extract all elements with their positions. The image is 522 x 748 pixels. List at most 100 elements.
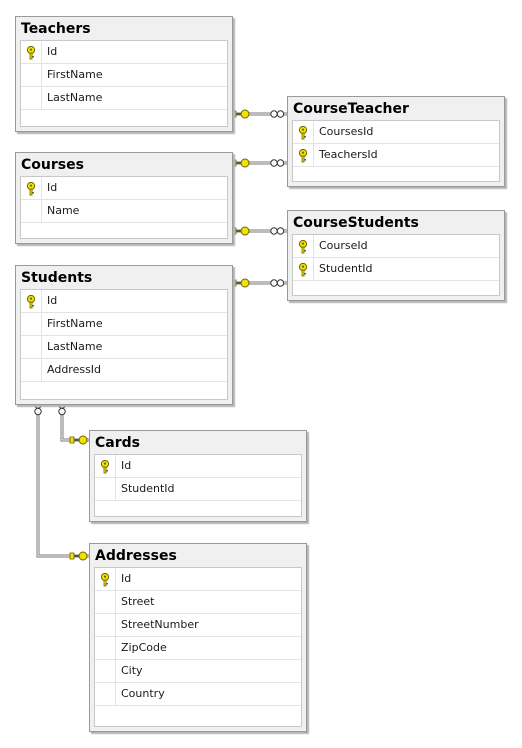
primary-key-icon — [26, 294, 36, 309]
table-coursestudents[interactable]: CourseStudents CourseId StudentId — [287, 210, 505, 301]
field-grid: Id Name — [20, 176, 228, 239]
field-name: Country — [121, 687, 165, 700]
field-row[interactable]: Country — [95, 683, 301, 706]
table-courseteacher[interactable]: CourseTeacher CoursesId TeachersId — [287, 96, 505, 187]
table-title: CourseTeacher — [293, 101, 409, 117]
field-name: FirstName — [47, 68, 103, 81]
field-row[interactable]: StudentId — [293, 258, 499, 281]
field-row[interactable]: AddressId — [21, 359, 227, 382]
field-row[interactable]: Street — [95, 591, 301, 614]
row-selector — [21, 64, 42, 86]
table-title: Addresses — [95, 548, 177, 564]
row-selector — [21, 41, 42, 63]
primary-key-icon — [298, 239, 308, 254]
primary-key-icon — [298, 148, 308, 163]
field-name: Id — [47, 294, 58, 307]
field-row[interactable]: LastName — [21, 87, 227, 110]
row-selector — [21, 177, 42, 199]
row-selector — [21, 336, 42, 358]
many-end-infinity-icon — [270, 159, 285, 167]
table-students[interactable]: Students Id FirstName LastName AddressId — [15, 265, 233, 405]
row-selector — [95, 637, 116, 659]
table-courses[interactable]: Courses Id Name — [15, 152, 233, 244]
field-row[interactable]: City — [95, 660, 301, 683]
field-row[interactable]: CoursesId — [293, 121, 499, 144]
table-title: Students — [21, 270, 93, 286]
field-row[interactable]: LastName — [21, 336, 227, 359]
field-name: LastName — [47, 340, 103, 353]
field-row[interactable]: Id — [21, 177, 227, 200]
field-name: LastName — [47, 91, 103, 104]
primary-key-icon — [100, 572, 110, 587]
field-name: Id — [47, 45, 58, 58]
primary-key-icon — [26, 181, 36, 196]
row-selector — [95, 591, 116, 613]
field-name: ZipCode — [121, 641, 167, 654]
table-teachers[interactable]: Teachers Id FirstName LastName — [15, 16, 233, 132]
field-name: StreetNumber — [121, 618, 199, 631]
row-selector — [21, 359, 42, 381]
table-cards[interactable]: Cards Id StudentId — [89, 430, 307, 522]
row-selector — [95, 683, 116, 705]
field-row[interactable]: ZipCode — [95, 637, 301, 660]
field-name: Id — [47, 181, 58, 194]
relationship-line-inner — [61, 405, 89, 441]
one-end-key-icon — [231, 226, 250, 236]
row-selector — [21, 87, 42, 109]
field-name: StudentId — [319, 262, 373, 275]
field-row[interactable]: FirstName — [21, 64, 227, 87]
primary-key-icon — [100, 459, 110, 474]
field-name: City — [121, 664, 143, 677]
one-end-key-icon — [231, 109, 250, 119]
one-end-key-icon — [69, 551, 88, 561]
field-name: StudentId — [121, 482, 175, 495]
field-name: Name — [47, 204, 80, 217]
field-grid: CourseId StudentId — [292, 234, 500, 296]
field-row[interactable]: TeachersId — [293, 144, 499, 167]
field-name: AddressId — [47, 363, 102, 376]
field-grid: Id FirstName LastName AddressId — [20, 289, 228, 400]
field-row[interactable]: StudentId — [95, 478, 301, 501]
table-title: Cards — [95, 435, 140, 451]
primary-key-icon — [298, 262, 308, 277]
row-selector — [21, 313, 42, 335]
one-end-key-icon — [69, 435, 88, 445]
field-name: Street — [121, 595, 155, 608]
row-selector — [293, 144, 314, 166]
table-title: Teachers — [21, 21, 91, 37]
one-end-key-icon — [231, 158, 250, 168]
one-end-key-icon — [231, 278, 250, 288]
row-selector — [95, 660, 116, 682]
table-title: CourseStudents — [293, 215, 419, 231]
field-name: CoursesId — [319, 125, 374, 138]
row-selector — [293, 121, 314, 143]
field-name: Id — [121, 572, 132, 585]
field-grid: Id Street StreetNumber ZipCode City Coun… — [94, 567, 302, 727]
field-row[interactable]: Id — [21, 41, 227, 64]
field-row[interactable]: Id — [21, 290, 227, 313]
field-grid: Id StudentId — [94, 454, 302, 517]
field-row[interactable]: FirstName — [21, 313, 227, 336]
relationship-line[interactable] — [60, 405, 89, 442]
field-name: TeachersId — [319, 148, 378, 161]
many-end-infinity-icon — [270, 279, 285, 287]
many-end-infinity-icon — [270, 227, 285, 235]
field-row[interactable]: CourseId — [293, 235, 499, 258]
row-selector — [95, 478, 116, 500]
row-selector — [95, 455, 116, 477]
field-row[interactable]: Id — [95, 568, 301, 591]
row-selector — [293, 258, 314, 280]
many-end-infinity-icon — [270, 110, 285, 118]
field-name: CourseId — [319, 239, 368, 252]
row-selector — [95, 614, 116, 636]
row-selector — [21, 200, 42, 222]
field-grid: Id FirstName LastName — [20, 40, 228, 127]
field-row[interactable]: Id — [95, 455, 301, 478]
field-row[interactable]: Name — [21, 200, 227, 223]
table-title: Courses — [21, 157, 84, 173]
primary-key-icon — [298, 125, 308, 140]
field-name: FirstName — [47, 317, 103, 330]
table-addresses[interactable]: Addresses Id Street StreetNumber ZipCode… — [89, 543, 307, 732]
field-row[interactable]: StreetNumber — [95, 614, 301, 637]
row-selector — [21, 290, 42, 312]
